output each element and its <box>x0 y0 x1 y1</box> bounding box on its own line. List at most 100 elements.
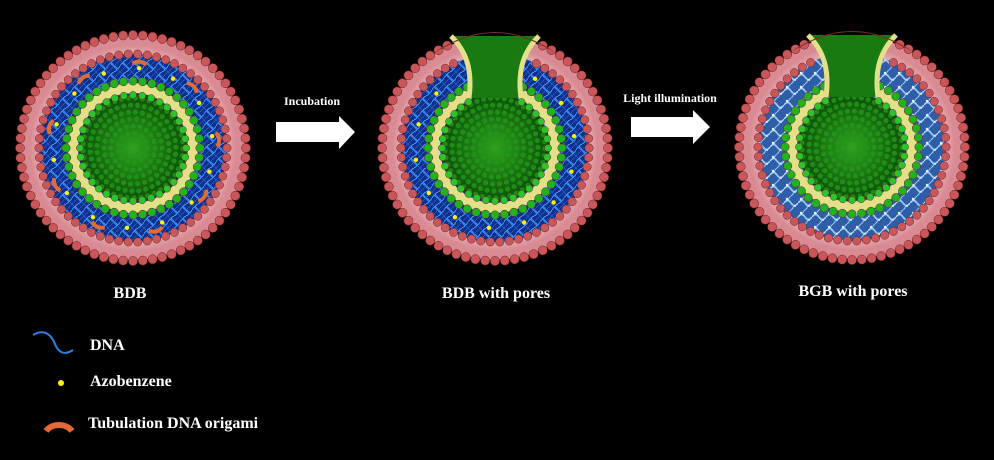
core-bead <box>823 157 829 164</box>
core-bead <box>859 171 865 177</box>
core-bead <box>113 169 120 175</box>
outer-lipid-head <box>754 152 763 161</box>
inner-lipid-head <box>446 194 456 204</box>
inner-lipid-head <box>163 184 171 193</box>
inner-lipid-head <box>128 210 138 220</box>
core-bead <box>851 108 858 114</box>
core-bead <box>487 131 493 137</box>
outer-lipid-head <box>509 254 520 265</box>
outer-lipid-head <box>387 190 398 201</box>
outer-lipid-head <box>588 86 598 97</box>
core-bead <box>466 131 472 138</box>
core-bead <box>146 121 153 127</box>
core-bead <box>113 121 120 127</box>
core-bead <box>108 126 114 132</box>
core-bead <box>853 137 860 143</box>
outer-lipid-head <box>592 190 603 201</box>
core-bead <box>88 135 94 141</box>
core-bead <box>822 178 828 184</box>
core-bead <box>93 122 99 129</box>
outer-lipid-head <box>782 210 792 220</box>
inner-lipid-head <box>891 193 901 203</box>
inner-lipid-head <box>791 106 801 116</box>
core-bead <box>508 98 514 104</box>
core-bead <box>137 124 143 130</box>
inner-lipid-head <box>471 207 481 217</box>
outer-lipid-head <box>953 103 964 114</box>
core-bead <box>493 160 500 166</box>
azobenzene-dot <box>159 220 165 225</box>
outer-lipid-head <box>960 142 970 152</box>
core-bead <box>126 116 133 122</box>
core-bead <box>456 168 462 175</box>
inner-lipid-head <box>911 161 921 171</box>
core-bead <box>173 144 179 150</box>
core-bead <box>505 138 511 144</box>
outer-lipid-head <box>570 63 580 73</box>
inner-lipid-head <box>546 107 556 117</box>
outer-lipid-head <box>837 254 848 265</box>
outer-lipid-head <box>576 70 587 81</box>
outer-lipid-head <box>123 237 133 247</box>
core-bead <box>474 114 480 120</box>
outer-lipid-head <box>576 215 587 226</box>
inner-lipid-head <box>897 125 906 133</box>
core-bead <box>88 156 95 162</box>
inner-lipid-head <box>901 143 909 151</box>
core-bead <box>852 173 859 179</box>
outer-lipid-head <box>806 58 816 68</box>
outer-lipid-head <box>770 196 780 206</box>
inner-lipid-head <box>517 98 526 106</box>
core-bead <box>854 180 860 186</box>
core-bead <box>526 119 532 125</box>
outer-lipid-head <box>413 89 423 99</box>
inner-lipid-head <box>908 170 918 180</box>
outer-lipid-head <box>897 62 907 72</box>
inner-lipid-head <box>898 98 908 108</box>
outer-lipid-head <box>599 172 609 183</box>
core-bead <box>94 168 100 175</box>
core-bead <box>123 149 129 155</box>
outer-lipid-head <box>827 253 838 264</box>
core-bead <box>527 170 533 176</box>
outer-lipid-head <box>790 68 799 78</box>
core-bead <box>131 160 138 166</box>
core-bead <box>807 155 814 161</box>
core-bead <box>161 127 167 133</box>
outer-lipid-head <box>137 255 148 266</box>
core-bead <box>165 170 171 176</box>
outer-lipid-head <box>128 30 138 40</box>
core-bead <box>524 161 530 167</box>
core-bead <box>492 167 498 173</box>
core-bead <box>891 136 897 143</box>
outer-lipid-head <box>157 252 168 262</box>
outer-lipid-head <box>142 236 152 246</box>
outer-lipid-head <box>924 196 934 206</box>
outer-lipid-head <box>929 96 939 106</box>
inner-lipid-head <box>439 99 449 109</box>
inner-lipid-head <box>426 162 436 172</box>
core-bead <box>133 116 140 122</box>
core-bead <box>104 131 110 138</box>
core-bead <box>485 166 491 172</box>
outer-lipid-head <box>404 106 414 116</box>
outer-lipid-head <box>548 69 557 79</box>
outer-lipid-head <box>35 78 46 89</box>
core-bead <box>115 185 121 192</box>
outer-lipid-head <box>451 249 462 260</box>
outer-lipid-head <box>782 74 792 84</box>
core-bead <box>119 135 125 141</box>
core-bead <box>521 113 527 120</box>
outer-lipid-head <box>178 223 188 233</box>
outer-lipid-head <box>514 234 524 244</box>
outer-lipid-head <box>814 230 824 240</box>
core-bead <box>530 164 536 170</box>
outer-lipid-head <box>584 153 593 162</box>
core-bead <box>464 152 470 158</box>
inner-lipid-head <box>883 86 893 96</box>
outer-lipid-head <box>905 216 914 226</box>
core-bead <box>172 137 178 144</box>
inner-lipid-head <box>62 134 72 143</box>
core-bead <box>483 103 489 109</box>
inner-lipid-head <box>913 152 923 161</box>
